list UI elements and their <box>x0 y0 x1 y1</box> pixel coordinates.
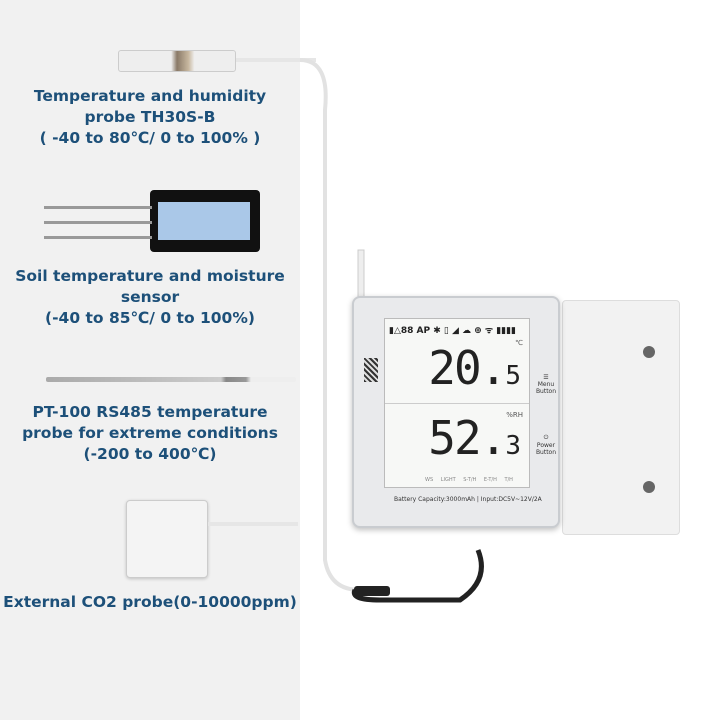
power-icon: ⏻ <box>543 434 549 441</box>
caption-line: probe for extreme conditions <box>22 424 278 442</box>
pt100-probe-image <box>46 377 296 382</box>
temp-unit: ℃ <box>515 339 523 347</box>
probe-caption-pt100: PT-100 RS485 temperature probe for extre… <box>0 402 300 465</box>
soil-pins <box>44 206 152 242</box>
mount-hole <box>643 481 655 493</box>
caption-line: External CO2 probe(0-10000ppm) <box>3 593 297 611</box>
caption-line: (-40 to 85℃/ 0 to 100%) <box>45 309 255 327</box>
probe-caption-co2: External CO2 probe(0-10000ppm) <box>0 592 300 613</box>
status-icons: ▮△88 AP ✱ ▯ ◢ ☁ ⊕ ᯤ ▮▮▮▮ <box>389 326 517 336</box>
power-label: Power Button <box>535 442 557 456</box>
mode-labels: WS LIGHT S-T/H E-T/H T/H <box>425 477 513 483</box>
sensor-device: ▮△88 AP ✱ ▯ ◢ ☁ ⊕ ᯤ ▮▮▮▮ ℃ 20.5 %RH 52.3… <box>352 296 560 528</box>
menu-button[interactable]: ☰Menu Button <box>532 374 560 395</box>
left-panel <box>0 0 300 720</box>
qr-code <box>364 358 378 382</box>
co2-probe-image <box>126 500 208 578</box>
humidity-value: 52.3 <box>428 411 521 465</box>
cable <box>236 58 316 62</box>
probe-caption-soil: Soil temperature and moisture sensor (-4… <box>0 266 300 329</box>
soil-sensor-image <box>150 190 260 252</box>
temperature-value: 20.5 <box>428 341 521 395</box>
caption-line: Temperature and humidity <box>33 87 267 105</box>
caption-line: probe TH30S-B <box>84 108 216 126</box>
menu-icon: ☰ <box>543 374 549 381</box>
cable <box>208 522 298 526</box>
temp-main: 20. <box>428 341 507 395</box>
th-probe-image <box>118 50 236 72</box>
caption-line: ( -40 to 80℃/ 0 to 100% ) <box>39 129 261 147</box>
caption-line: (-200 to 400℃) <box>83 445 217 463</box>
divider <box>385 403 529 404</box>
menu-label: Menu Button <box>535 381 557 395</box>
power-button[interactable]: ⏻Power Button <box>532 434 560 456</box>
lcd-display: ▮△88 AP ✱ ▯ ◢ ☁ ⊕ ᯤ ▮▮▮▮ ℃ 20.5 %RH 52.3… <box>384 318 530 488</box>
caption-line: sensor <box>120 288 180 306</box>
spec-label: Battery Capacity:3000mAh | Input:DC5V~12… <box>394 496 542 503</box>
mounting-bracket <box>562 300 680 535</box>
temp-decimal: 5 <box>505 361 521 391</box>
mount-hole <box>643 346 655 358</box>
caption-line: PT-100 RS485 temperature <box>32 403 268 421</box>
hum-main: 52. <box>428 411 507 465</box>
hum-decimal: 3 <box>505 431 521 461</box>
humidity-unit: %RH <box>506 411 523 419</box>
caption-line: Soil temperature and moisture <box>15 267 285 285</box>
probe-caption-th: Temperature and humidity probe TH30S-B (… <box>0 86 300 149</box>
